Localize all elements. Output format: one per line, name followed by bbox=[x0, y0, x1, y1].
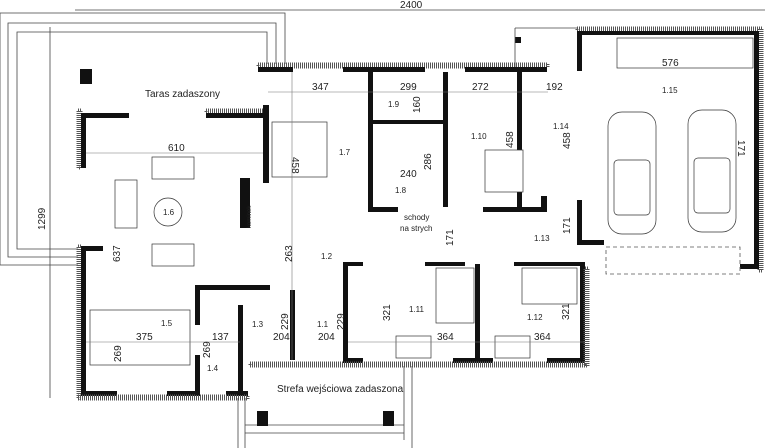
desk bbox=[494, 335, 531, 359]
bed bbox=[484, 149, 524, 193]
furniture bbox=[89, 37, 754, 366]
dimension: 263 bbox=[284, 245, 295, 262]
room-number: 1.4 bbox=[207, 364, 219, 373]
room-numbers: 1.1 1.2 1.3 1.4 1.5 1.6 1.7 1.8 1.9 1.10… bbox=[161, 86, 678, 373]
dimension: 160 bbox=[412, 96, 423, 113]
overall-width: 2400 bbox=[400, 0, 423, 11]
room-number: 1.1 bbox=[317, 320, 329, 329]
dimension: 286 bbox=[423, 153, 434, 170]
terrace-outline: Taras zadaszony bbox=[0, 12, 286, 266]
room-number: 1.11 bbox=[409, 305, 425, 314]
room-number: 1.13 bbox=[534, 234, 550, 243]
room-number: 1.10 bbox=[471, 132, 487, 141]
dimension: 192 bbox=[546, 82, 563, 93]
dimension: 458 bbox=[505, 131, 516, 148]
dimension: 272 bbox=[472, 82, 489, 93]
bed bbox=[521, 267, 578, 305]
desk bbox=[395, 335, 432, 359]
dimension: 171 bbox=[445, 229, 456, 246]
table bbox=[153, 197, 183, 227]
room-number: 1.8 bbox=[395, 186, 407, 195]
entrance-label: Strefa wejściowa zadaszona bbox=[277, 384, 404, 395]
fireplace-label: kominek bbox=[247, 205, 253, 228]
dimension: 321 bbox=[561, 303, 572, 320]
dimension: 610 bbox=[168, 143, 185, 154]
dimension: 458 bbox=[289, 157, 300, 174]
garage-storage bbox=[616, 37, 754, 69]
column bbox=[80, 69, 92, 84]
bed bbox=[435, 267, 475, 324]
dimension: 364 bbox=[437, 332, 454, 343]
entrance-canopy: Strefa wejściowa zadaszona bbox=[237, 366, 413, 448]
dimension: 458 bbox=[562, 132, 573, 149]
room-number: 1.9 bbox=[388, 100, 400, 109]
walls bbox=[76, 26, 764, 401]
room-number: 1.12 bbox=[527, 313, 543, 322]
dimension-labels: 347 299 272 192 576 160 610 458 286 240 … bbox=[86, 58, 746, 362]
dimension: 637 bbox=[112, 245, 123, 262]
dimension: 204 bbox=[318, 332, 335, 343]
room-number: 1.2 bbox=[321, 252, 333, 261]
dimension: 375 bbox=[136, 332, 153, 343]
room-number: 1.14 bbox=[553, 122, 569, 131]
terrace-label: Taras zadaszony bbox=[145, 89, 220, 100]
overall-depth: 1299 bbox=[37, 207, 48, 230]
sofa bbox=[151, 156, 195, 180]
dimension: 299 bbox=[400, 82, 417, 93]
dimension: 204 bbox=[273, 332, 290, 343]
column bbox=[515, 37, 521, 43]
room-number: 1.5 bbox=[161, 319, 173, 328]
sofa bbox=[151, 243, 195, 267]
dimension: 240 bbox=[400, 169, 417, 180]
sofa bbox=[114, 179, 138, 229]
bed bbox=[271, 121, 328, 178]
dimension: 364 bbox=[534, 332, 551, 343]
room-number: 1.6 bbox=[163, 208, 175, 217]
dimension: 229 bbox=[280, 313, 291, 330]
dimension: 229 bbox=[336, 313, 347, 330]
dimension: 347 bbox=[312, 82, 329, 93]
dimension: 171 bbox=[562, 217, 573, 234]
dimension: 321 bbox=[382, 304, 393, 321]
dimension: 269 bbox=[202, 341, 213, 358]
room-number: 1.15 bbox=[662, 86, 678, 95]
overall-dimensions: 2400 1299 bbox=[37, 0, 765, 398]
stairs-label: na strych bbox=[400, 224, 432, 233]
kitchen-counter bbox=[89, 309, 191, 366]
dimension: 171 bbox=[735, 140, 746, 157]
room-number: 1.3 bbox=[252, 320, 264, 329]
room-number: 1.7 bbox=[339, 148, 351, 157]
stairs-label: schody bbox=[404, 213, 429, 222]
dimension: 576 bbox=[662, 58, 679, 69]
dimension: 269 bbox=[113, 345, 124, 362]
garage-door bbox=[605, 246, 741, 275]
dimension: 137 bbox=[212, 332, 229, 343]
